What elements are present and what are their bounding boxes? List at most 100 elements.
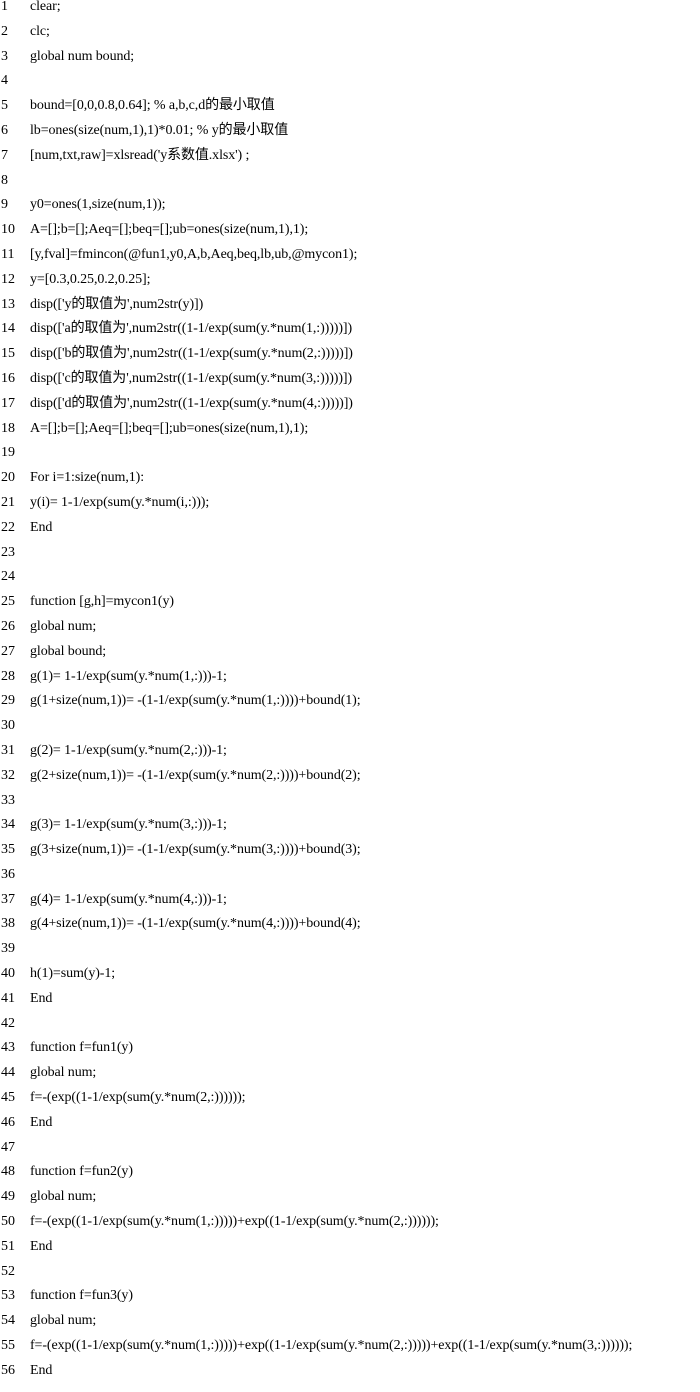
code-text: global num; bbox=[30, 1065, 97, 1081]
code-line: 34 g(3)= 1-1/exp(sum(y.*num(3,:)))-1; bbox=[0, 818, 700, 843]
code-line: 17 disp(['d的取值为',num2str((1-1/exp(sum(y.*… bbox=[0, 395, 700, 422]
code-text: function f=fun2(y) bbox=[30, 1164, 133, 1180]
line-number: 36 bbox=[1, 866, 15, 882]
line-number: 56 bbox=[1, 1362, 15, 1378]
code-text: function f=fun3(y) bbox=[30, 1288, 133, 1304]
line-number: 2 bbox=[1, 23, 8, 39]
code-line: 31 g(2)= 1-1/exp(sum(y.*num(2,:)))-1; bbox=[0, 742, 700, 769]
code-text: y(i)= 1-1/exp(sum(y.*num(i,:))); bbox=[30, 494, 210, 510]
code-line: 14 disp(['a的取值为',num2str((1-1/exp(sum(y.*… bbox=[0, 322, 700, 347]
code-text: disp(['d的取值为',num2str((1-1/exp(sum(y.*nu… bbox=[30, 395, 353, 411]
code-line: 51 End bbox=[0, 1238, 700, 1265]
code-text: End bbox=[30, 1362, 53, 1378]
code-text: disp(['c的取值为',num2str((1-1/exp(sum(y.*nu… bbox=[30, 370, 353, 386]
line-number: 4 bbox=[1, 73, 8, 89]
line-number: 54 bbox=[1, 1313, 15, 1329]
code-text: For i=1:size(num,1): bbox=[30, 470, 144, 486]
line-number: 38 bbox=[1, 916, 15, 932]
code-line: 30 bbox=[0, 719, 700, 744]
line-number: 55 bbox=[1, 1338, 15, 1354]
code-text: g(1)= 1-1/exp(sum(y.*num(1,:)))-1; bbox=[30, 668, 227, 684]
code-line: 19 bbox=[0, 446, 700, 471]
line-number: 50 bbox=[1, 1214, 15, 1230]
code-text: function f=fun1(y) bbox=[30, 1040, 133, 1056]
code-text: global num bound; bbox=[30, 48, 135, 64]
line-number: 35 bbox=[1, 842, 15, 858]
line-number: 11 bbox=[1, 246, 15, 262]
code-text: disp(['a的取值为',num2str((1-1/exp(sum(y.*nu… bbox=[30, 321, 353, 337]
code-text: global bound; bbox=[30, 643, 107, 659]
line-number: 15 bbox=[1, 346, 15, 362]
line-number: 25 bbox=[1, 594, 15, 610]
line-number: 33 bbox=[1, 792, 15, 808]
code-text: End bbox=[30, 1114, 53, 1130]
line-number: 20 bbox=[1, 470, 15, 486]
code-text: g(4+size(num,1))= -(1-1/exp(sum(y.*num(4… bbox=[30, 916, 361, 932]
code-text: disp(['y的取值为',num2str(y)]) bbox=[30, 296, 204, 312]
code-text: g(2)= 1-1/exp(sum(y.*num(2,:)))-1; bbox=[30, 742, 227, 758]
code-text: [y,fval]=fmincon(@fun1,y0,A,b,Aeq,beq,lb… bbox=[30, 246, 358, 262]
code-text: global num; bbox=[30, 618, 97, 634]
code-text: g(4)= 1-1/exp(sum(y.*num(4,:)))-1; bbox=[30, 891, 227, 907]
code-text: function [g,h]=mycon1(y) bbox=[30, 594, 174, 610]
line-number: 37 bbox=[1, 891, 15, 907]
line-number: 26 bbox=[1, 618, 15, 634]
line-number: 14 bbox=[1, 321, 15, 337]
line-number: 17 bbox=[1, 395, 15, 411]
code-line: 7[num,txt,raw]=xlsread('y系数值.xlsx') ; bbox=[0, 148, 700, 174]
line-number: 39 bbox=[1, 941, 15, 957]
line-number: 10 bbox=[1, 222, 15, 238]
line-number: 34 bbox=[1, 817, 15, 833]
line-number: 3 bbox=[1, 48, 8, 64]
code-text: bound=[0,0,0.8,0.64]; % a,b,c,d的最小取值 bbox=[30, 98, 275, 114]
code-text: f=-(exp((1-1/exp(sum(y.*num(1,:)))))+exp… bbox=[30, 1214, 439, 1230]
code-line: 8 bbox=[0, 173, 700, 199]
code-line: 39 bbox=[0, 942, 700, 967]
code-line: 25 function [g,h]=mycon1(y) bbox=[0, 595, 700, 620]
code-line: 23 bbox=[0, 545, 700, 571]
code-text: End bbox=[30, 990, 53, 1006]
line-number: 31 bbox=[1, 742, 15, 758]
line-number: 41 bbox=[1, 990, 15, 1006]
line-number: 29 bbox=[1, 693, 15, 709]
code-line: 38 g(4+size(num,1))= -(1-1/exp(sum(y.*num… bbox=[0, 917, 700, 942]
code-line: 33 bbox=[0, 792, 700, 819]
line-number: 27 bbox=[1, 643, 15, 659]
code-text: g(3)= 1-1/exp(sum(y.*num(3,:)))-1; bbox=[30, 817, 227, 833]
code-line: 20 For i=1:size(num,1): bbox=[0, 471, 700, 496]
line-number: 42 bbox=[1, 1015, 15, 1031]
code-line: 56 End bbox=[0, 1362, 700, 1389]
code-text: global num; bbox=[30, 1189, 97, 1205]
code-line: 47 bbox=[0, 1140, 700, 1166]
code-line: 41 End bbox=[0, 990, 700, 1017]
line-number: 51 bbox=[1, 1238, 15, 1254]
code-line: 36 bbox=[0, 866, 700, 893]
code-text: clear; bbox=[30, 0, 61, 14]
code-line: 24 bbox=[0, 570, 700, 595]
code-text: A=[];b=[];Aeq=[];beq=[];ub=ones(size(num… bbox=[30, 222, 309, 238]
line-number: 9 bbox=[1, 197, 8, 213]
code-text: End bbox=[30, 1238, 53, 1254]
code-line: 37 g(4)= 1-1/exp(sum(y.*num(4,:)))-1; bbox=[0, 891, 700, 918]
code-text: f=-(exp((1-1/exp(sum(y.*num(2,:)))))); bbox=[30, 1090, 246, 1106]
line-number: 40 bbox=[1, 966, 15, 982]
line-number: 19 bbox=[1, 445, 15, 461]
